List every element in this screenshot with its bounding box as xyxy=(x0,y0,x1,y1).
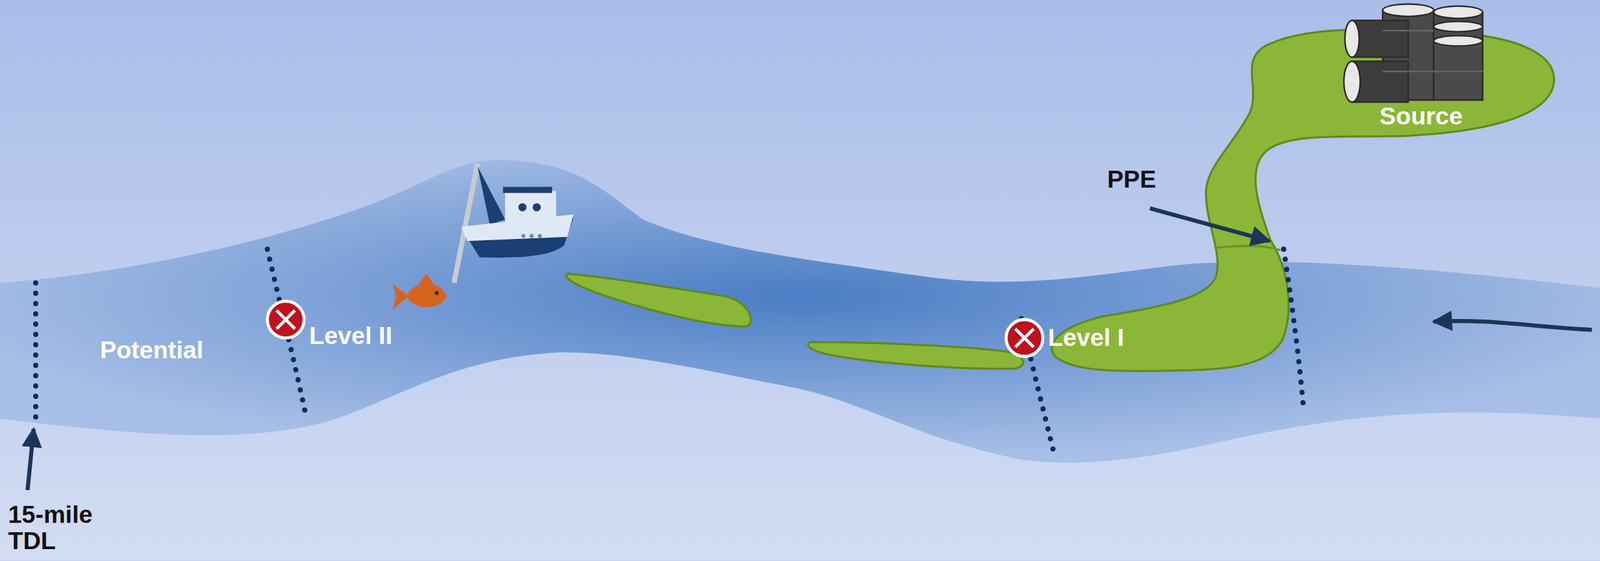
ppe-label: PPE xyxy=(1106,166,1156,194)
boundary-line xyxy=(33,282,39,419)
level-label: Level II xyxy=(309,322,393,350)
pointer-arrow xyxy=(1150,208,1270,241)
cross-marker xyxy=(1006,319,1044,357)
island xyxy=(808,341,1024,369)
level-label: Level I xyxy=(1048,324,1125,352)
barrels xyxy=(1343,4,1483,103)
pointer-arrow xyxy=(27,428,34,490)
boundary-lines xyxy=(35,248,1304,454)
distance-label: 15-mile TDL xyxy=(8,501,110,555)
source-label-box: Source xyxy=(1379,101,1463,131)
river xyxy=(0,160,1600,463)
cross-marker xyxy=(267,301,305,339)
boundary-line xyxy=(267,248,307,417)
boundary-line xyxy=(1283,248,1304,404)
node-text: Source xyxy=(1379,101,1463,131)
boat xyxy=(454,163,574,283)
spill-edge xyxy=(1214,245,1281,250)
flow-arrow xyxy=(1433,320,1592,330)
fish xyxy=(393,273,448,310)
zone-label: Potential xyxy=(100,336,204,364)
island xyxy=(566,273,751,327)
